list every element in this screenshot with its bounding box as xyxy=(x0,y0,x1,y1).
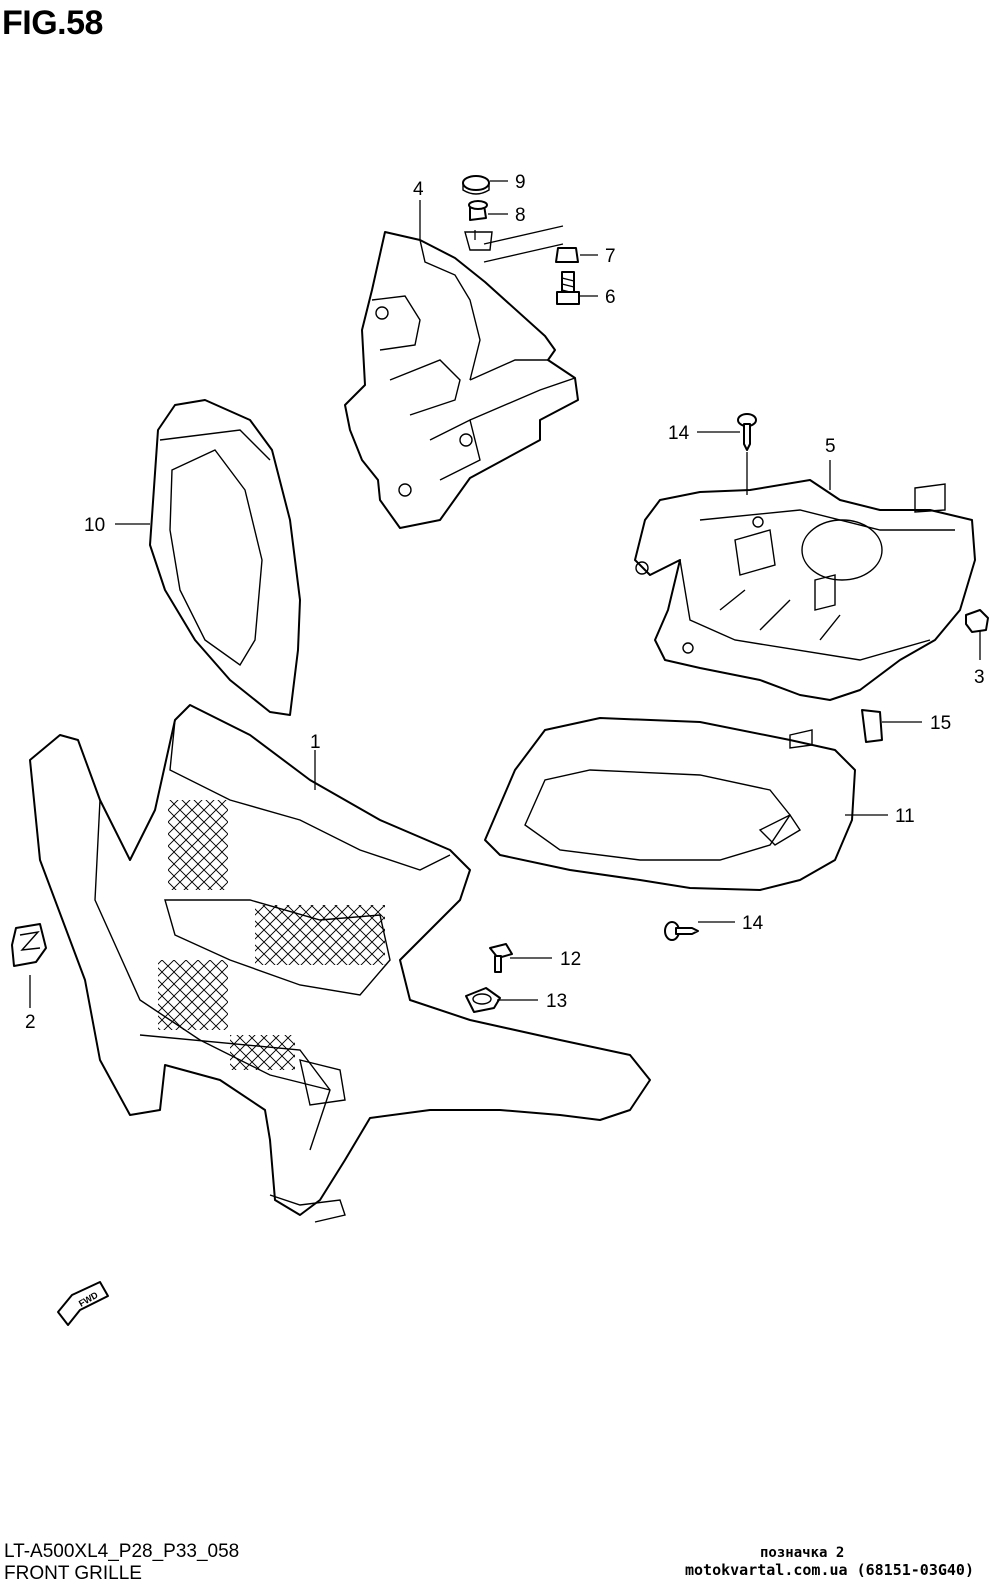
fastener-15-clip xyxy=(861,709,883,743)
callout-6: 6 xyxy=(605,287,616,308)
figure-title: FIG.58 xyxy=(2,4,103,42)
fastener-6-bolt xyxy=(556,271,580,305)
forward-direction-arrow: FWD xyxy=(57,1281,109,1326)
callout-8: 8 xyxy=(515,205,526,226)
callout-14-lower: 14 xyxy=(742,913,764,934)
callout-11: 11 xyxy=(895,806,915,827)
fastener-12-bolt xyxy=(489,943,513,973)
callout-13: 13 xyxy=(546,991,567,1012)
callout-9: 9 xyxy=(515,172,526,193)
callout-1: 1 xyxy=(310,732,321,753)
callout-10: 10 xyxy=(84,515,105,536)
part-11-right-headlight-cover xyxy=(484,717,856,891)
callout-12: 12 xyxy=(560,949,581,970)
part-5-lower-bracket xyxy=(634,479,976,701)
callout-3: 3 xyxy=(974,667,985,688)
callout-2: 2 xyxy=(25,1012,36,1033)
fastener-8-collar xyxy=(468,200,488,221)
watermark-note: позначка 2 xyxy=(760,1545,845,1561)
part-4-headlight-bracket xyxy=(344,231,579,529)
callout-7: 7 xyxy=(605,246,616,267)
callout-15: 15 xyxy=(930,713,951,734)
fastener-14-screw-lower xyxy=(664,921,699,941)
leader-lines xyxy=(29,180,981,1008)
callout-5: 5 xyxy=(825,436,836,457)
part-2-emblem xyxy=(11,923,47,967)
part-1-front-grille xyxy=(29,704,651,1223)
fastener-7-nut xyxy=(555,247,579,263)
callout-4: 4 xyxy=(413,179,424,200)
part-10-left-headlight-cover xyxy=(149,399,301,716)
model-code: LT-A500XL4_P28_P33_058 xyxy=(4,1541,240,1562)
fastener-14-screw-upper xyxy=(737,413,757,451)
fastener-9-grommet xyxy=(462,175,490,195)
fastener-13-grommet xyxy=(465,987,501,1013)
fastener-3-clip xyxy=(965,609,989,633)
watermark-site: motokvartal.com.ua (68151-03G40) xyxy=(685,1561,974,1579)
figure-name: FRONT GRILLE xyxy=(4,1563,142,1584)
callout-14-upper: 14 xyxy=(668,423,690,444)
